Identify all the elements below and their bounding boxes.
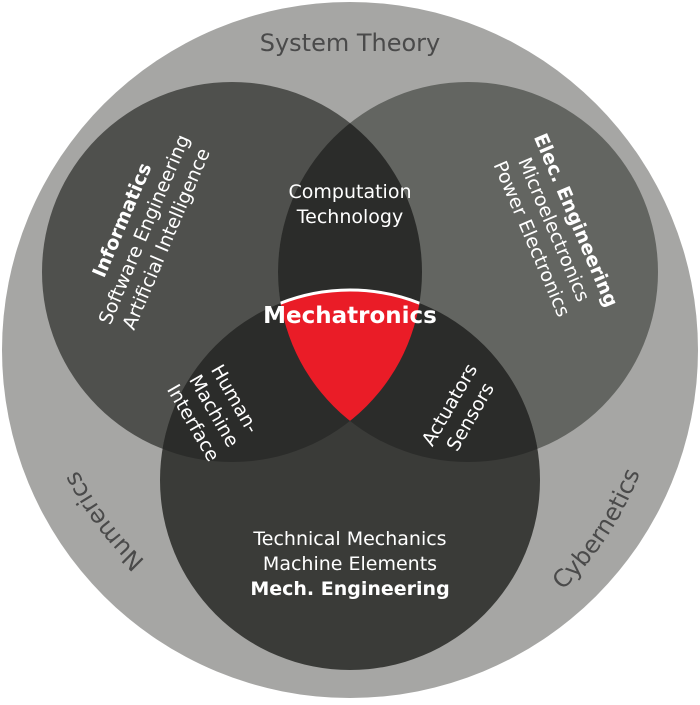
mechanical-line1: Technical Mechanics <box>252 528 446 550</box>
mechanical-title: Mech. Engineering <box>250 578 449 600</box>
overlap-center <box>278 288 422 462</box>
overlap-informatics-mechanical <box>160 290 422 462</box>
ring-label-system-theory: System Theory <box>260 29 441 57</box>
overlap-top-line2: Technology <box>296 206 403 228</box>
mechanical-line2: Machine Elements <box>263 553 437 575</box>
overlap-electrical-mechanical <box>278 290 540 462</box>
center-title: Mechatronics <box>263 303 437 329</box>
overlap-top-line1: Computation <box>289 181 412 203</box>
